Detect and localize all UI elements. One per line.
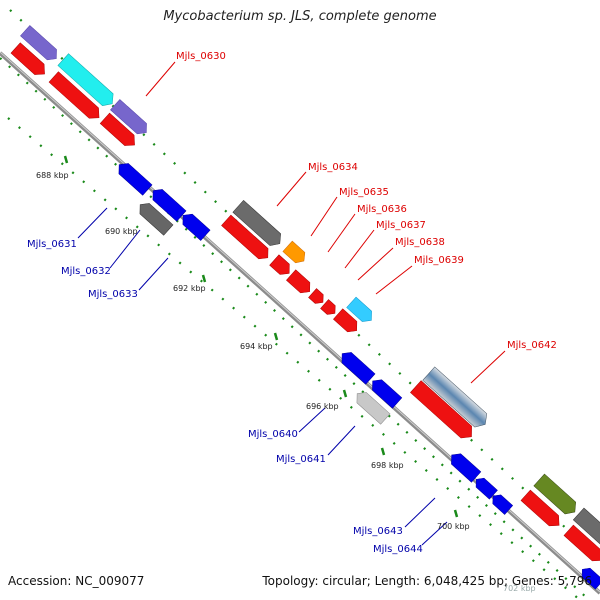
gene-label-0631[interactable]: Mjls_0631 [27,239,77,250]
gene-purple-a[interactable] [20,25,61,63]
forward-leader-lines [145,61,506,384]
genome-title: Mycobacterium sp. JLS, complete genome [163,9,437,24]
leader-0632 [109,229,141,269]
tick-mark [201,274,207,283]
gene-blue-0643[interactable] [447,450,482,483]
gene-olive[interactable] [533,473,580,518]
tick-label: 696 kbp [306,402,339,411]
gene-red-0634[interactable] [221,214,273,263]
gene-red-0635[interactable] [269,254,294,279]
gene-label-0638[interactable]: Mjls_0638 [395,237,445,248]
gene-red-0636[interactable] [286,269,314,297]
tick-label: 698 kbp [371,461,404,470]
leader-0639 [375,265,413,295]
leader-0643 [404,497,436,528]
tick-mark [273,332,279,341]
leader-0640 [298,407,326,433]
tick-label: 688 kbp [36,171,69,180]
gene-blue-0643b[interactable] [472,475,498,500]
gene-blue-0633[interactable] [178,210,211,241]
gene-cyan[interactable] [57,53,118,110]
genome-summary-text: Topology: circular; Length: 6,048,425 bp… [262,574,592,588]
leader-0631 [77,207,108,239]
gene-label-0636[interactable]: Mjls_0636 [357,204,407,215]
backbone-highlight [0,51,600,593]
guide-lines [0,9,600,600]
gene-label-0640[interactable]: Mjls_0640 [248,429,298,440]
leader-0641 [327,425,356,456]
gene-gray-edge[interactable] [572,507,600,548]
gene-label-0641[interactable]: Mjls_0641 [276,454,326,465]
tick-mark [453,509,459,518]
leader-0644 [421,521,448,546]
gene-label-0633[interactable]: Mjls_0633 [88,289,138,300]
gene-blue-0631[interactable] [114,159,153,196]
gene-features [10,25,600,590]
gene-label-0637[interactable]: Mjls_0637 [376,220,426,231]
gene-steel-0642[interactable] [422,366,492,431]
gene-lightblue-0639[interactable] [346,296,376,325]
leader-0638 [357,247,394,281]
leader-0634 [276,171,307,207]
gene-label-0644[interactable]: Mjls_0644 [373,544,423,555]
tick-label: 690 kbp [105,227,138,236]
leader-0642 [470,350,506,384]
gene-red-0642[interactable] [410,380,476,443]
tick-label: 694 kbp [240,342,273,351]
gene-red-0630c[interactable] [99,112,139,150]
outer-guide-line [9,9,600,561]
gene-label-0643[interactable]: Mjls_0643 [353,526,403,537]
gene-blue-0632[interactable] [148,185,187,222]
gene-label-0634[interactable]: Mjls_0634 [308,162,358,173]
backbone [0,51,600,595]
tick-label: 700 kbp [437,522,470,531]
gene-orange-0635[interactable] [282,240,309,266]
tick-mark [380,447,386,456]
gene-label-0635[interactable]: Mjls_0635 [339,187,389,198]
leader-0636 [327,213,356,253]
tick-mark [63,155,69,164]
gene-label-0642[interactable]: Mjls_0642 [507,340,557,351]
gene-gray-0632[interactable] [135,199,174,236]
gene-red-edge-a[interactable] [520,489,564,531]
gene-red-0630a[interactable] [10,42,49,79]
tick-label: 692 kbp [173,284,206,293]
gene-red-0639[interactable] [333,308,361,336]
leader-0630 [145,61,176,97]
gene-blue-0640[interactable] [337,348,376,385]
gene-purple-b[interactable] [110,99,151,137]
gene-blue-0640b[interactable] [368,376,403,409]
leader-0633 [138,257,169,291]
accession-text: Accession: NC_009077 [8,574,145,588]
gene-label-0639[interactable]: Mjls_0639 [414,255,464,266]
gene-lightgray-0641[interactable] [352,388,391,425]
gene-label-0630[interactable]: Mjls_0630 [176,51,226,62]
gene-red-0638[interactable] [320,299,339,318]
gene-red-edge-b[interactable] [563,524,600,566]
leader-0635 [310,196,338,237]
gene-red-0630b[interactable] [48,71,104,123]
inner-guide-line [0,57,591,600]
gene-blue-edge[interactable] [578,565,600,590]
tick-label: 702 kbp [503,584,536,593]
gene-label-0632[interactable]: Mjls_0632 [61,266,111,277]
gene-gray-0634[interactable] [232,199,285,249]
backbone-line [0,51,600,595]
tick-mark [342,389,348,398]
gene-red-0637[interactable] [308,288,327,307]
inner-guide-line-2 [7,117,581,600]
reverse-leader-lines [77,207,448,546]
leader-0637 [344,229,375,269]
gene-blue-0644[interactable] [489,492,514,515]
